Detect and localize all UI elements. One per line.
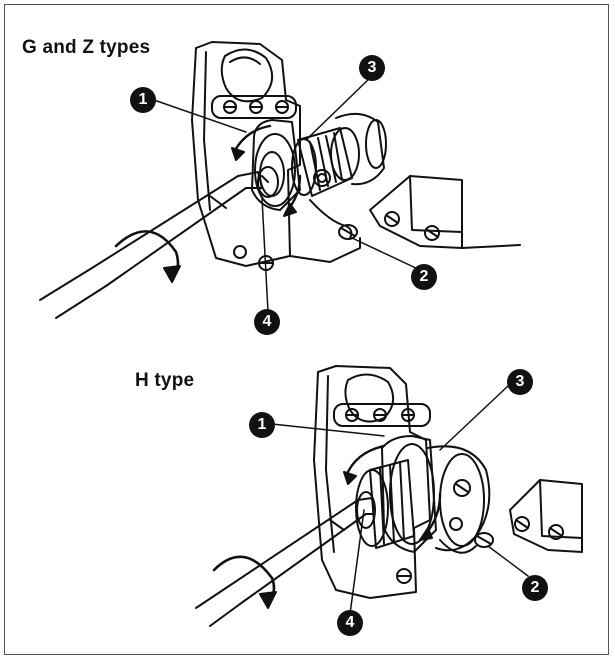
callout-1-bottom: 1 — [249, 412, 275, 438]
figure-frame — [4, 4, 609, 655]
panel-title-h-type: H type — [135, 370, 195, 391]
callout-1-top: 1 — [130, 87, 156, 113]
mechanism-drawing-top — [39, 41, 521, 319]
panel-title-g-z-types: G and Z types — [22, 37, 151, 58]
mechanism-drawing-bottom — [195, 365, 583, 627]
callout-2-top: 2 — [411, 264, 437, 290]
callout-2-bottom: 2 — [522, 575, 548, 601]
callout-4-top: 4 — [254, 309, 280, 335]
callout-3-top: 3 — [359, 55, 385, 81]
callout-4-bottom: 4 — [337, 610, 363, 636]
callout-3-bottom: 3 — [507, 369, 533, 395]
